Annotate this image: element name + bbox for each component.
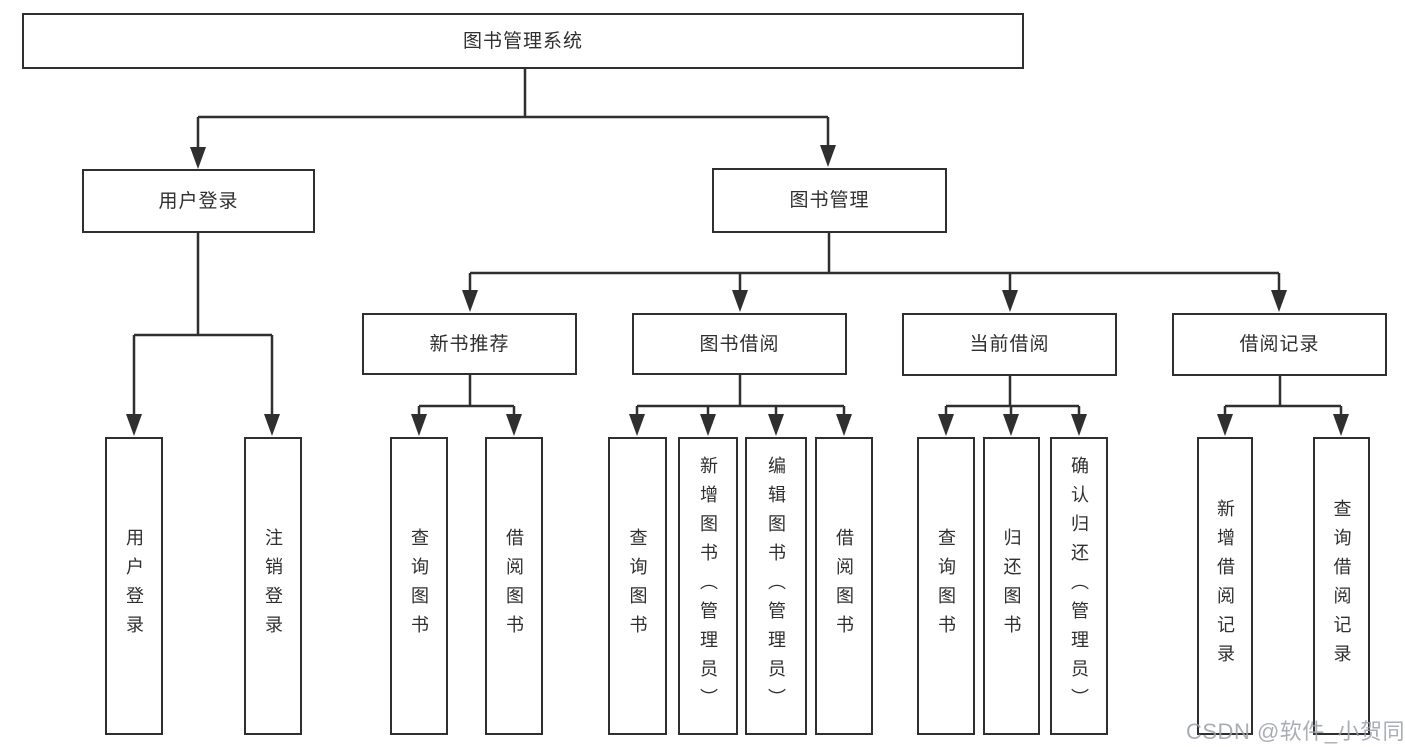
node-user-login: 用户登录 xyxy=(82,169,315,233)
leaf-add-books-admin: 新增图书（管理员） xyxy=(678,437,738,735)
node-book-management: 图书管理 xyxy=(712,168,947,233)
leaf-query-books-1: 查询图书 xyxy=(390,437,448,735)
node-label: 图书管理 xyxy=(789,190,870,211)
node-label: 编辑图书（管理员） xyxy=(766,455,786,717)
node-label: 归还图书 xyxy=(1001,528,1022,644)
leaf-user-login: 用户登录 xyxy=(105,437,163,735)
watermark: CSDN @软件_小贺同学 xyxy=(1186,719,1405,744)
node-label: 查询图书 xyxy=(627,528,648,644)
arrowheads xyxy=(126,145,1349,436)
leaf-edit-books-admin: 编辑图书（管理员） xyxy=(745,437,807,735)
node-label: 用户登录 xyxy=(124,528,144,644)
leaf-query-books-2: 查询图书 xyxy=(608,437,667,735)
leaf-confirm-return-admin: 确认归还（管理员） xyxy=(1050,437,1108,735)
node-label: 新书推荐 xyxy=(429,333,510,355)
node-label: 图书借阅 xyxy=(699,333,780,355)
leaf-return-books: 归还图书 xyxy=(983,437,1040,735)
leaf-add-borrow-record: 新增借阅记录 xyxy=(1197,437,1253,735)
node-label: 借阅图书 xyxy=(834,528,854,644)
node-root-system: 图书管理系统 xyxy=(22,13,1024,69)
node-label: 新增借阅记录 xyxy=(1215,499,1235,673)
node-label: 图书管理系统 xyxy=(462,30,583,52)
node-label: 确认归还（管理员） xyxy=(1069,455,1089,717)
node-label: 新增图书（管理员） xyxy=(698,455,718,717)
node-label: 查询图书 xyxy=(409,528,429,644)
leaf-query-books-3: 查询图书 xyxy=(917,437,975,735)
node-new-book-recommendation: 新书推荐 xyxy=(362,313,577,375)
node-label: 当前借阅 xyxy=(969,334,1050,355)
node-current-borrowing: 当前借阅 xyxy=(902,313,1117,376)
node-borrowing-records: 借阅记录 xyxy=(1172,313,1387,376)
node-label: 借阅图书 xyxy=(504,528,524,644)
node-label: 注销登录 xyxy=(263,528,283,644)
leaf-logout: 注销登录 xyxy=(244,437,302,735)
node-label: 用户登录 xyxy=(158,190,239,212)
leaf-query-borrow-record: 查询借阅记录 xyxy=(1313,437,1370,735)
node-label: 借阅记录 xyxy=(1239,334,1320,355)
node-label: 查询借阅记录 xyxy=(1331,499,1352,673)
leaf-borrow-books-1: 借阅图书 xyxy=(485,437,543,735)
node-book-borrowing: 图书借阅 xyxy=(632,313,847,375)
leaf-borrow-books-2: 借阅图书 xyxy=(815,437,873,735)
node-label: 查询图书 xyxy=(936,528,956,644)
